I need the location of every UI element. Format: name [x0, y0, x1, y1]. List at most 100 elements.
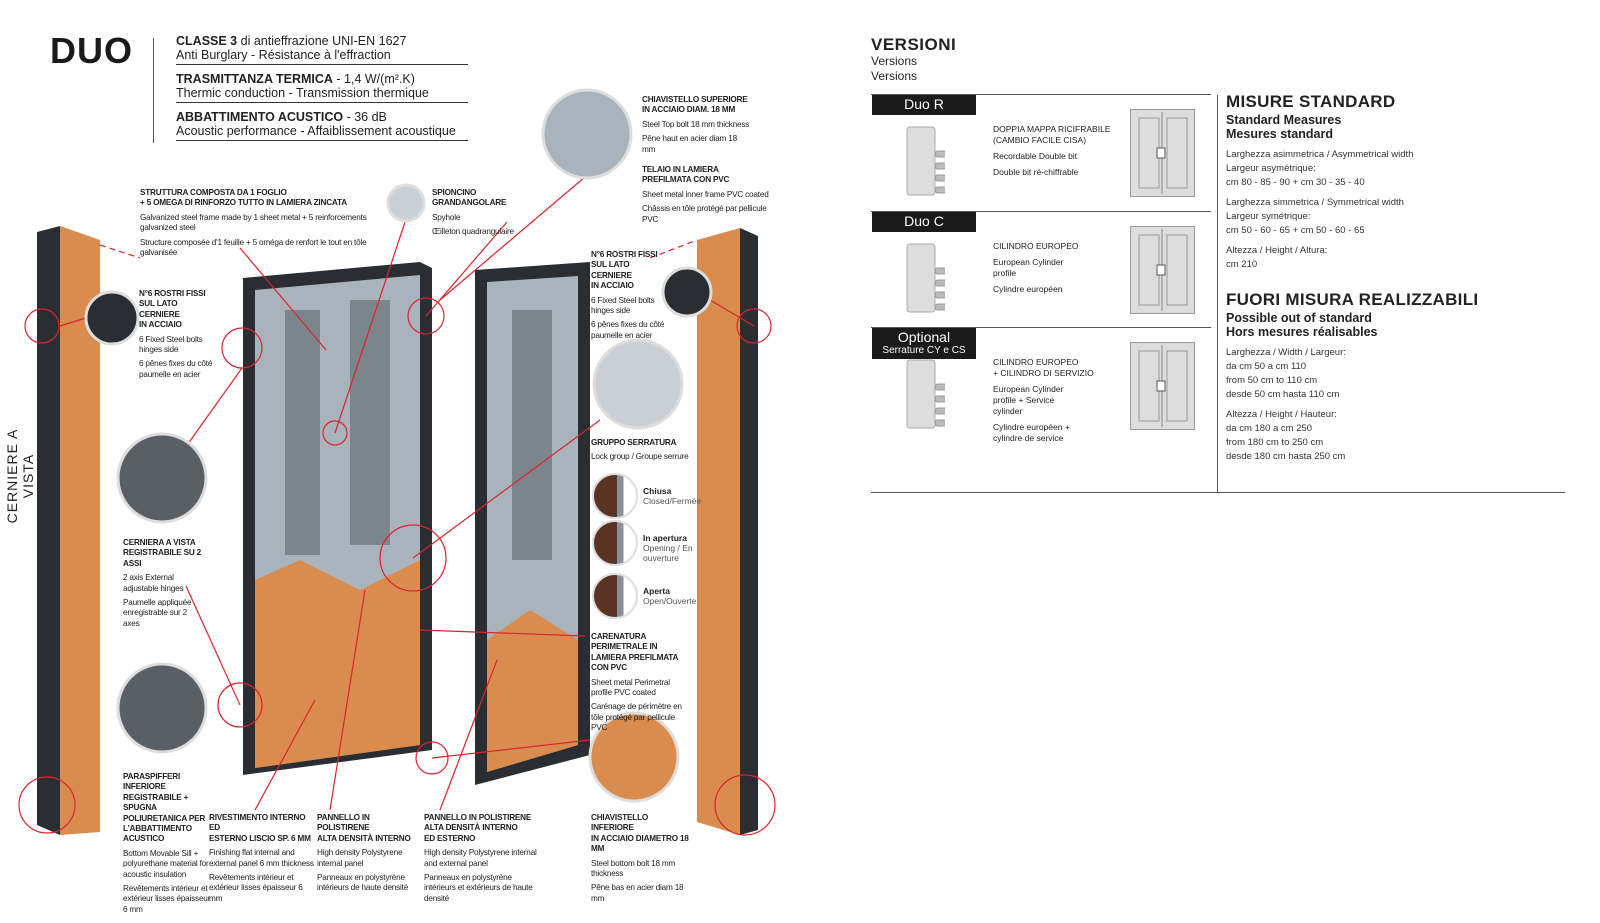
standard-measures-title: MISURE STANDARD: [1226, 92, 1396, 111]
version-description: DOPPIA MAPPA RICIFRABILE(CAMBIO FACILE C…: [993, 124, 1110, 178]
callout-title: PANNELLO IN POLISTIRENE: [424, 813, 532, 822]
callout-text: High density Polystyrene internal and ex…: [424, 848, 537, 868]
measure-line: Larghezza / Width / Largeur:: [1226, 347, 1346, 358]
version-text: European Cylinder profile: [993, 257, 1064, 278]
measure-line: Largeur symétrique:: [1226, 211, 1311, 222]
version-title: + CILINDRO DI SERVIZIO: [993, 368, 1094, 378]
measure-line: Altezza / Height / Hauteur:: [1226, 409, 1337, 420]
callout-title: STRUTTURA COMPOSTA DA 1 FOGLIO: [140, 188, 287, 197]
callout-title: + 5 OMEGA DI RINFORZO TUTTO IN LAMIERA Z…: [140, 198, 347, 208]
callout-title: RIVESTIMENTO INTERNO ED: [209, 813, 306, 833]
callout-text: 6 pênes fixes du côté paumelle en acier: [591, 320, 665, 340]
callout-text: 6 Fixed Steel bolts hinges side: [139, 334, 203, 355]
callout-title: SUL LATO CERNIERE: [591, 260, 632, 280]
measure-line: Larghezza asimmetrica / Asymmetrical wid…: [1226, 149, 1414, 160]
double-door-diagram: [1130, 342, 1195, 430]
custom-measures-sub: Possible out of standard: [1226, 311, 1372, 325]
detail-circles: [84, 88, 713, 803]
spec-title: TRASMITTANZA TERMICA: [176, 72, 333, 86]
callout-text: Pêne haut en acier diam 18 mm: [642, 134, 737, 154]
callout-title: L'ABBATTIMENTO ACUSTICO: [123, 824, 192, 844]
version-title: CILINDRO EUROPEO: [993, 241, 1079, 251]
right-door-leaf: [475, 262, 590, 785]
measure-line: desde 180 cm hasta 250 cm: [1226, 451, 1346, 462]
measure-block: Larghezza / Width / Largeur: da cm 50 a c…: [1226, 346, 1346, 402]
callout-title: REGISTRABILE SU 2 ASSI: [123, 548, 202, 568]
callout-text: Châssis en tôle protégé par pellicule PV…: [642, 204, 767, 224]
door-illustration: [18, 88, 776, 836]
callout-title: CHIAVISTELLO SUPERIORE: [642, 95, 748, 104]
versions-title: VERSIONI: [871, 35, 957, 54]
measure-line: cm 210: [1226, 259, 1258, 270]
callout-title: GRUPPO SERRATURA: [591, 438, 677, 447]
callout-title: CERNIERA A VISTA: [123, 538, 196, 547]
callout-text: Finishing flat internal and external pan…: [209, 848, 314, 868]
divider: [871, 211, 1211, 212]
measure-line: cm 50 - 60 - 65 + cm 50 - 60 - 65: [1226, 225, 1365, 236]
callout-title: ALTA DENSITÀ INTERNO: [424, 823, 518, 833]
custom-measures-sub: Hors mesures réalisables: [1226, 325, 1378, 339]
lock-state-image: [592, 520, 638, 566]
callout-text: Sheet metal inner frame PVC coated: [642, 189, 769, 199]
callout-title: N°6 ROSTRI FISSI: [591, 250, 658, 259]
measure-line: da cm 50 a cm 110: [1226, 361, 1307, 372]
lock-state-sub: Closed/Fermée: [643, 496, 702, 506]
callout-title: IN ACCIAIO DIAM. 18 mm: [642, 105, 736, 115]
measure-block: Altezza / Height / Hauteur: da cm 180 a c…: [1226, 408, 1346, 464]
lock-state-title: In apertura: [643, 533, 687, 543]
version-text: European Cylinder profile + Service cyli…: [993, 384, 1064, 416]
measure-block: Larghezza asimmetrica / Asymmetrical wid…: [1226, 148, 1413, 190]
callout-title: LAMIERA PREFILMATA CON PVC: [591, 652, 678, 673]
lock-image: [905, 240, 948, 320]
version-tag-label: Optional: [897, 329, 951, 345]
callout-text: Panneaux en polystyrène intérieurs et ex…: [424, 873, 533, 903]
right-frame-profile: [697, 228, 758, 835]
version-title: DOPPIA MAPPA RICIFRABILE: [993, 124, 1111, 134]
callout-text: Bottom Movable Sill + polyurethane mater…: [123, 848, 209, 879]
callout-text: Revêtements intérieur et extérieur lisse…: [209, 873, 303, 903]
version-tag: Duo C: [872, 212, 976, 232]
spec-sub: Thermic conduction - Transmission thermi…: [176, 86, 429, 100]
left-frame-profile: [37, 226, 100, 835]
callout-markers: [18, 159, 776, 836]
measure-line: da cm 180 a cm 250: [1226, 423, 1313, 434]
measure-line: cm 80 - 85 - 90 + cm 30 - 35 - 40: [1226, 177, 1365, 188]
callout-structure: STRUTTURA COMPOSTA DA 1 FOGLIO+ 5 OMEGA …: [140, 188, 390, 258]
callout-title: SPIONCINO: [432, 188, 477, 197]
callout-title: ALTA DENSITÀ INTERNO: [317, 833, 411, 843]
standard-measures-sub: Standard Measures: [1226, 113, 1342, 127]
measure-line: Largeur asymétrique:: [1226, 163, 1316, 174]
callout-text: Galvanized steel frame made by 1 sheet m…: [140, 212, 367, 233]
versions-subtitle: Versions: [871, 69, 918, 83]
version-text: Double bit ré-chiffrable: [993, 167, 1079, 177]
callout-title: CARENATURA PERIMETRALE IN: [591, 632, 658, 652]
callout-title: ED ESTERNO: [424, 833, 476, 843]
custom-measures-title: FUORI MISURA REALIZZABILI: [1226, 290, 1479, 309]
double-door-diagram: [1130, 109, 1195, 197]
callout-text: 2 axis External adjustable hinges: [123, 573, 184, 593]
callout-title: POLIURETANICA PER: [123, 813, 206, 823]
lock-image: [905, 356, 948, 436]
lock-state-image: [592, 473, 638, 519]
callout-text: Structure composée d'1 feuille + 5 oméga…: [140, 237, 367, 258]
version-text: Cylindre européen: [993, 284, 1063, 294]
callout-title: IN ACCIAIO: [591, 281, 634, 291]
lock-state-image: [592, 573, 638, 619]
callout-text: High density Polystyrene internal panel: [317, 848, 403, 868]
measure-line: Altezza / Height / Altura:: [1226, 245, 1328, 256]
callout-title: N°6 ROSTRI FISSI: [139, 289, 206, 298]
divider: [871, 327, 1211, 328]
spec-title: CLASSE 3: [176, 34, 238, 48]
